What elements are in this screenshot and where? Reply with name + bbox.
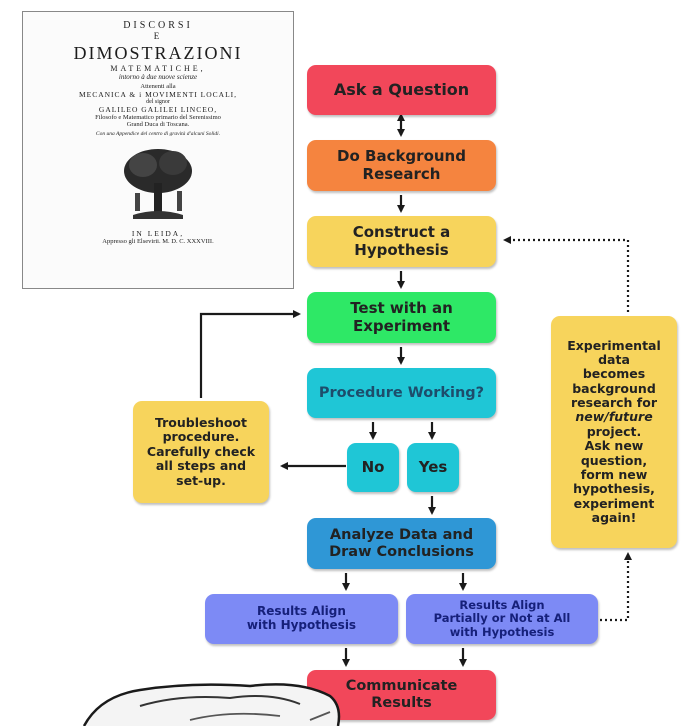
step-label-line: Results Align xyxy=(257,604,346,619)
step-label-line: Communicate xyxy=(345,678,458,695)
step-label-line: Hypothesis xyxy=(354,240,449,259)
note-line: question, xyxy=(580,452,648,468)
option-label: Yes xyxy=(418,457,448,476)
step-label-line: Partially or Not at All xyxy=(433,611,571,626)
cover-line: Filosofo e Matematico primario del Seren… xyxy=(95,114,221,121)
note-line: Troubleshoot xyxy=(154,415,247,431)
cover-line: Attenenti alla xyxy=(140,83,176,90)
cover-line: intorno à due nuove scienze xyxy=(118,73,198,81)
step-label-line: Construct a xyxy=(352,223,451,242)
note-line: form new xyxy=(580,466,648,482)
tree-engraving-icon xyxy=(124,149,192,220)
note-line: research for xyxy=(570,395,657,411)
step-label-line: Results Align xyxy=(459,598,545,613)
note-line: data xyxy=(598,351,630,367)
cover-line: IN LEIDA, xyxy=(131,229,185,239)
step-label-line: Test with an xyxy=(350,299,453,318)
note-line: Experimental xyxy=(567,337,661,353)
book-cover-image: DISCORSI E DIMOSTRAZIONI MATEMATICHE, in… xyxy=(22,11,294,289)
cover-title: DIMOSTRAZIONI xyxy=(73,43,243,63)
option-label: No xyxy=(361,457,385,476)
step-label-line: with Hypothesis xyxy=(449,624,555,639)
step-label: Procedure Working? xyxy=(318,384,485,401)
step-label-line: Analyze Data and xyxy=(329,526,474,543)
experimental-data-note: Experimental data becomes background res… xyxy=(551,316,677,548)
results-partial-step: Results Align Partially or Not at All wi… xyxy=(406,594,598,644)
cover-author: GALILEO GALILEI LINCEO, xyxy=(98,105,218,114)
step-label-line: with Hypothesis xyxy=(246,618,357,632)
cover-line: E xyxy=(153,31,163,41)
note-line: procedure. xyxy=(162,429,240,445)
ask-question-step: Ask a Question xyxy=(307,65,496,115)
note-line: new/future xyxy=(575,409,653,425)
background-research-step: Do Background Research xyxy=(307,140,496,191)
cover-line: Grand Duca di Toscana. xyxy=(126,121,190,129)
cover-line: MECANICA & i MOVIMENTI LOCALI, xyxy=(78,90,238,99)
cover-line: del signor xyxy=(146,99,170,105)
cover-line: Con una Appendice del centro di gravità … xyxy=(95,131,221,138)
yes-option: Yes xyxy=(407,443,459,492)
note-line: all steps and xyxy=(155,458,247,474)
step-label: Ask a Question xyxy=(333,79,470,99)
cover-line: MATEMATICHE, xyxy=(110,64,206,73)
note-line: experiment xyxy=(573,495,655,511)
note-line: Carefully check xyxy=(146,443,256,459)
note-line: Ask new xyxy=(584,438,644,454)
step-label-line: Draw Conclusions xyxy=(329,543,474,560)
note-line: becomes xyxy=(582,366,646,382)
construct-hypothesis-step: Construct a Hypothesis xyxy=(307,216,496,267)
note-line: hypothesis, xyxy=(573,481,655,497)
troubleshoot-note: Troubleshoot procedure. Carefully check … xyxy=(133,401,269,503)
step-label-line: Research xyxy=(362,164,441,183)
step-label-line: Do Background xyxy=(337,147,466,166)
no-option: No xyxy=(347,443,399,492)
note-line: set-up. xyxy=(176,472,226,488)
procedure-working-step: Procedure Working? xyxy=(307,368,496,418)
analyze-data-step: Analyze Data and Draw Conclusions xyxy=(307,518,496,569)
note-line: background xyxy=(572,380,656,396)
step-label-line: Experiment xyxy=(352,316,451,335)
step-label-line: Results xyxy=(371,695,432,711)
results-align-step: Results Align with Hypothesis xyxy=(205,594,398,644)
cover-line: DISCORSI xyxy=(123,20,193,31)
cover-line: Appresso gli Elsevirii. M. D. C. XXXVIII… xyxy=(102,238,214,246)
note-line: project. xyxy=(586,423,642,439)
sketch-drawing xyxy=(82,683,341,726)
note-line: again! xyxy=(591,510,637,526)
test-experiment-step: Test with an Experiment xyxy=(307,292,496,343)
